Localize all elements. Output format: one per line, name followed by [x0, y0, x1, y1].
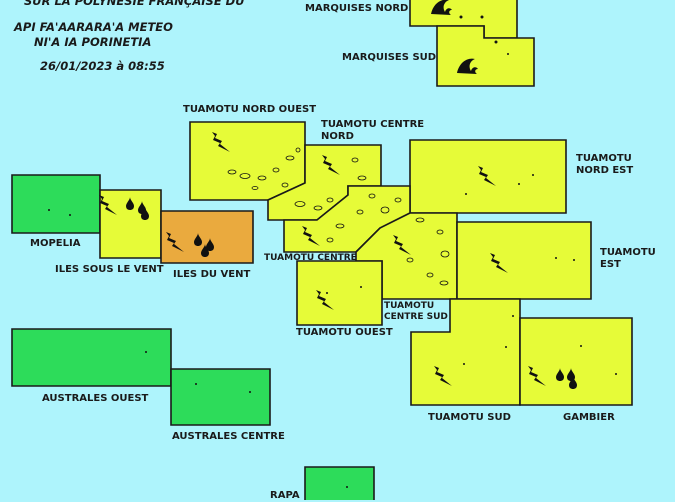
label-marquises-sud: MARQUISES SUD — [342, 52, 437, 63]
zone-tuamotu-sud[interactable] — [410, 298, 521, 406]
label-rapa: RAPA — [270, 490, 300, 501]
label-tuamotu-centre-nord-line2: NORD — [321, 131, 354, 142]
header-date: 26/01/2023 à 08:55 — [40, 59, 165, 73]
label-tuamotu-nord-est-line2: NORD EST — [576, 165, 634, 176]
label-australes-ouest: AUSTRALES OUEST — [42, 393, 149, 404]
zone-australes-ouest[interactable] — [11, 328, 172, 387]
label-tuamotu-est: TUAMOTU EST — [600, 247, 656, 271]
zone-tuamotu-ouest[interactable] — [296, 260, 383, 326]
label-tuamotu-est-line1: TUAMOTU — [600, 247, 656, 258]
label-tuamotu-ouest: TUAMOTU OUEST — [296, 327, 393, 338]
label-tuamotu-centre-nord-line1: TUAMOTU CENTRE — [321, 119, 425, 130]
zone-rapa[interactable] — [304, 466, 375, 500]
zone-tuamotu-est[interactable] — [456, 221, 592, 300]
label-tuamotu-centre-sud: TUAMOTU CENTRE SUD — [384, 301, 448, 323]
label-tuamotu-centre-sud-line1: TUAMOTU — [384, 301, 435, 311]
header-line-1: SUR LA POLYNESIE FRANÇAISE DU — [24, 0, 245, 8]
label-tuamotu-centre: TUAMOTU CENTRE — [264, 253, 357, 263]
label-marquises-nord: MARQUISES NORD — [305, 3, 409, 14]
label-tuamotu-nord-ouest: TUAMOTU NORD OUEST — [183, 104, 317, 115]
zone-tuamotu-centre[interactable] — [283, 185, 411, 253]
label-tuamotu-centre-sud-line2: CENTRE SUD — [384, 312, 448, 322]
label-tuamotu-centre-nord: TUAMOTU CENTRE NORD — [321, 119, 424, 143]
label-tuamotu-nord-est-line1: TUAMOTU — [576, 153, 632, 164]
zone-tuamotu-nord-est[interactable] — [409, 139, 567, 214]
zone-iles-du-vent[interactable] — [160, 210, 254, 264]
zone-australes-centre[interactable] — [170, 368, 271, 426]
zone-gambier[interactable] — [519, 317, 633, 406]
label-gambier: GAMBIER — [563, 412, 615, 423]
zone-mopelia[interactable] — [11, 174, 101, 234]
label-iles-sous-le-vent: ILES SOUS LE VENT — [55, 264, 164, 275]
label-tuamotu-sud: TUAMOTU SUD — [428, 412, 511, 423]
zone-tuamotu-nord-ouest[interactable] — [189, 121, 306, 201]
island-dots — [48, 15, 617, 488]
header-line-2: API FA'AARARA'A METEO — [14, 20, 173, 34]
atoll-outlines — [227, 147, 450, 286]
label-tuamotu-nord-est: TUAMOTU NORD EST — [576, 153, 633, 177]
label-australes-centre: AUSTRALES CENTRE — [172, 431, 285, 442]
label-mopelia: MOPELIA — [30, 238, 81, 249]
header-line-3: NI'A IA PORINETIA — [34, 35, 152, 49]
label-tuamotu-est-line2: EST — [600, 259, 621, 270]
label-iles-du-vent: ILES DU VENT — [173, 269, 251, 280]
